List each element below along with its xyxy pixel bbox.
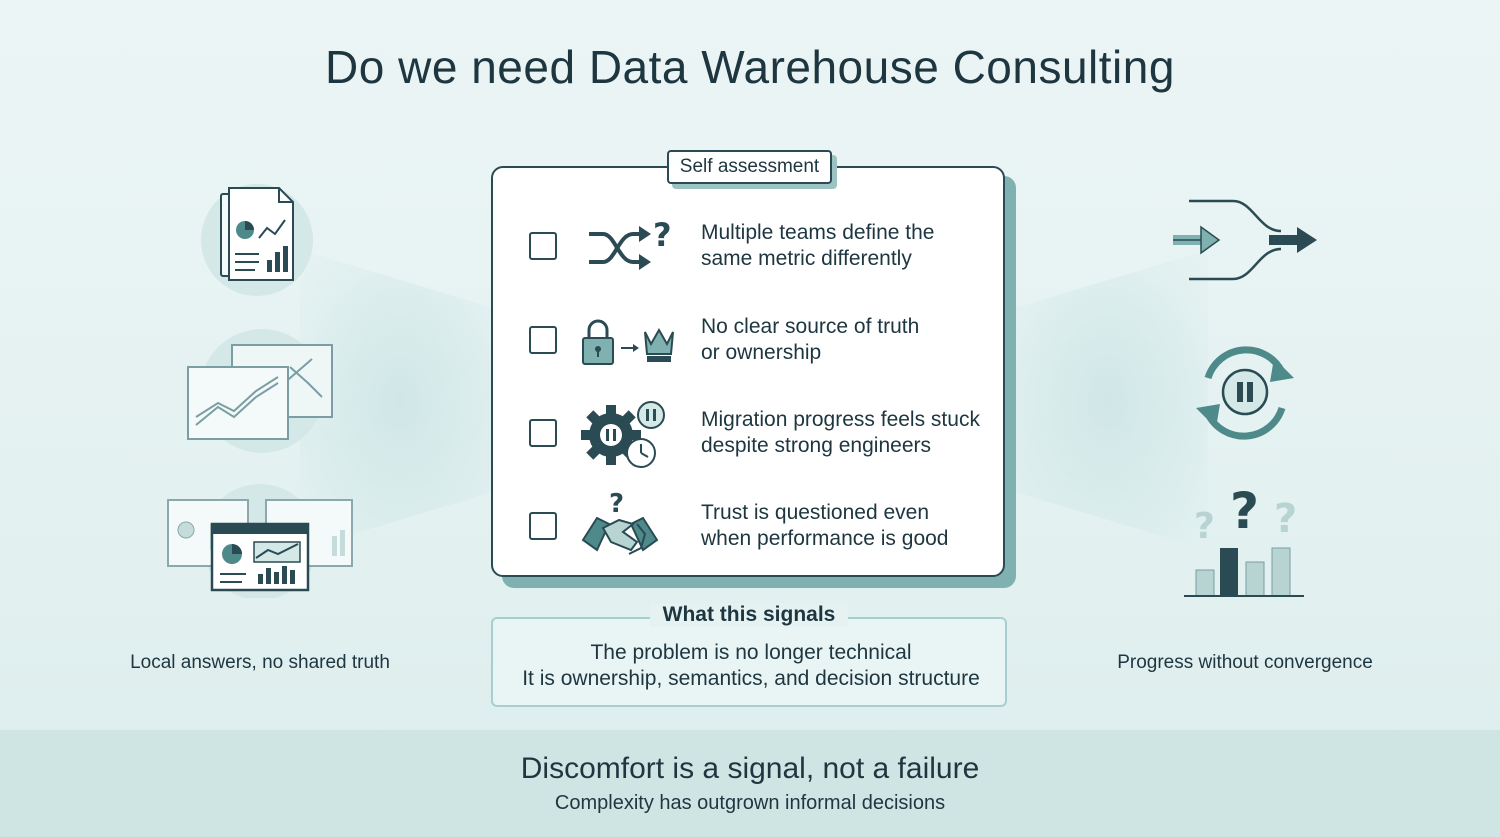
question-bar-chart-icon: ? ? ?: [1184, 482, 1304, 597]
item-checkbox[interactable]: [529, 512, 557, 540]
gear-pause-clock-icon: [581, 401, 665, 468]
checklist-item[interactable]: ? Trust is questioned even when performa…: [493, 488, 1007, 568]
self-assessment-card: ? Multiple teams define the same metric …: [491, 166, 1005, 577]
shuffle-question-icon: ?: [589, 216, 672, 270]
checklist-item[interactable]: ? Multiple teams define the same metric …: [493, 208, 1007, 288]
dashboard-windows-icon: [167, 484, 353, 598]
right-caption: Progress without convergence: [1117, 652, 1373, 673]
self-assessment-tab: Self assessment: [667, 150, 832, 184]
footer-subline: Complexity has outgrown informal decisio…: [554, 792, 946, 814]
item-text: Multiple teams define the same metric di…: [701, 221, 935, 270]
item-text: Trust is questioned even when performanc…: [701, 501, 949, 550]
svg-text:?: ?: [1274, 496, 1297, 542]
handshake-question-icon: ?: [581, 489, 659, 555]
svg-text:?: ?: [1194, 506, 1215, 547]
lock-to-crown-icon: [582, 319, 674, 365]
left-caption: Local answers, no shared truth: [130, 652, 390, 673]
funnel-arrows-icon: [1173, 199, 1317, 281]
checklist-item[interactable]: Migration progress feels stuck despite s…: [493, 395, 1007, 475]
report-documents-icon: [201, 184, 313, 296]
right-light-beam: [1008, 250, 1208, 550]
cycle-pause-icon: [1196, 346, 1294, 440]
footer-band: Discomfort is a signal, not a failure Co…: [0, 730, 1500, 837]
signals-line-1: The problem is no longer technical: [590, 641, 912, 664]
item-checkbox[interactable]: [529, 326, 557, 354]
page-title: Do we need Data Warehouse Consulting: [325, 41, 1175, 93]
svg-text:?: ?: [653, 216, 672, 254]
svg-text:?: ?: [1230, 482, 1259, 540]
checklist-item[interactable]: No clear source of truth or ownership: [493, 302, 1007, 382]
signals-title: What this signals: [650, 603, 848, 627]
signals-line-2: It is ownership, semantics, and decision…: [522, 667, 980, 690]
signals-box: The problem is no longer technical It is…: [491, 617, 1007, 707]
trend-charts-icon: [187, 329, 333, 453]
item-checkbox[interactable]: [529, 419, 557, 447]
svg-text:?: ?: [609, 489, 624, 519]
item-text: No clear source of truth or ownership: [701, 315, 920, 364]
footer-headline: Discomfort is a signal, not a failure: [520, 752, 980, 785]
item-text: Migration progress feels stuck despite s…: [701, 408, 980, 457]
item-checkbox[interactable]: [529, 232, 557, 260]
